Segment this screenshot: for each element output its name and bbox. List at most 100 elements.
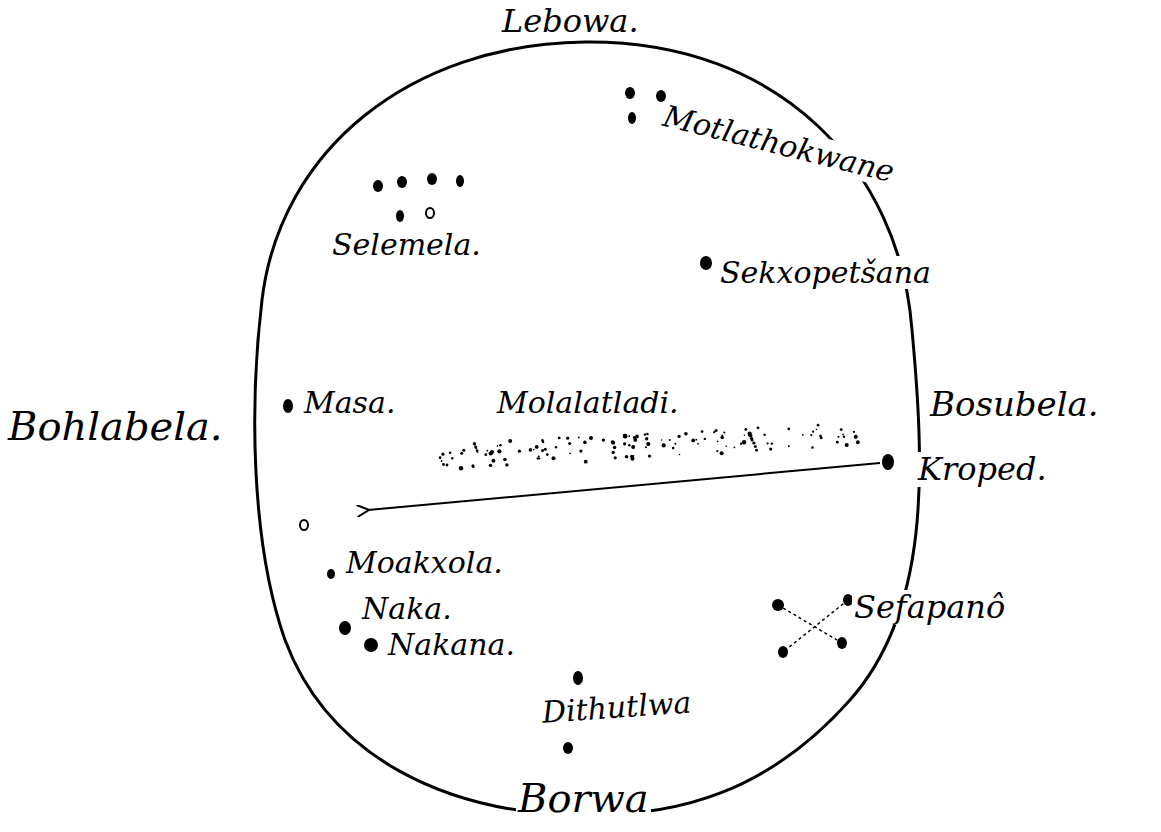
speckle — [612, 451, 615, 454]
speckle — [441, 460, 443, 462]
speckle — [542, 441, 545, 444]
speckle — [584, 460, 588, 464]
speckle — [579, 450, 582, 453]
speckle — [646, 442, 650, 446]
speckle — [744, 434, 746, 436]
speckle — [647, 443, 650, 446]
speckle — [788, 428, 790, 430]
speckle — [662, 443, 666, 447]
speckle — [505, 463, 508, 466]
speckle — [723, 431, 725, 433]
speckle — [697, 443, 699, 445]
speckle — [623, 442, 626, 445]
speckle — [623, 434, 627, 438]
speckle — [508, 439, 512, 443]
speckle — [787, 428, 790, 431]
speckle — [763, 434, 766, 437]
speckle — [497, 449, 501, 453]
speckle — [757, 426, 760, 429]
speckle — [631, 445, 635, 449]
star-name: Sefapanô — [852, 590, 1007, 625]
speckle — [555, 446, 557, 448]
direction-label: Lebowa. — [500, 4, 641, 39]
speckle — [474, 446, 477, 449]
speckle — [499, 444, 502, 447]
speckle — [716, 450, 718, 452]
speckle — [460, 452, 463, 455]
speckle — [842, 434, 844, 436]
milky-way-arrow — [368, 463, 880, 510]
speckle — [568, 442, 571, 445]
speckle — [611, 440, 615, 444]
speckle — [442, 463, 445, 466]
star-dots — [283, 87, 894, 754]
speckle — [838, 436, 840, 438]
speckle — [446, 464, 449, 467]
speckle — [720, 451, 724, 455]
speckle — [669, 439, 671, 441]
speckle — [771, 442, 773, 444]
speckle — [767, 442, 769, 444]
speckle — [578, 437, 580, 439]
speckle — [840, 428, 843, 431]
speckle — [817, 424, 820, 427]
star-name: Moakxola. — [344, 546, 505, 579]
speckle — [503, 458, 507, 462]
star-name: Dithutlwa — [539, 685, 694, 729]
direction-label: Bosubela. — [928, 386, 1101, 423]
speckle — [751, 439, 754, 442]
speckle — [684, 432, 688, 436]
speckle — [633, 455, 635, 457]
speckle — [486, 450, 488, 452]
speckle — [491, 459, 495, 463]
speckle — [631, 457, 635, 461]
speckle — [812, 431, 814, 433]
speckle — [752, 441, 755, 444]
speckle — [754, 445, 757, 448]
star-name: Nakana. — [386, 628, 517, 661]
speckle — [569, 452, 571, 454]
speckle — [529, 448, 533, 452]
speckle — [490, 450, 494, 454]
speckle — [734, 447, 736, 449]
speckle — [583, 441, 587, 445]
speckle — [544, 448, 547, 451]
speckle — [856, 440, 860, 444]
speckle — [679, 454, 681, 456]
speckle — [855, 436, 857, 438]
speckle — [613, 446, 617, 450]
star-name: Kroped. — [916, 452, 1049, 487]
speckle — [477, 451, 479, 453]
star-name: Sekxopetšana — [718, 256, 933, 289]
speckle — [451, 457, 453, 459]
cross-lines — [778, 600, 848, 652]
speckle — [802, 434, 804, 436]
direction-label: Borwa — [516, 776, 651, 820]
speckle — [441, 453, 444, 456]
speckle — [720, 436, 724, 440]
speckle — [471, 464, 474, 467]
speckle — [646, 433, 648, 435]
speckle — [611, 441, 615, 445]
speckle — [648, 454, 651, 457]
speckle — [678, 435, 681, 438]
speckle — [541, 449, 544, 452]
speckle — [843, 436, 846, 439]
speckle — [661, 439, 663, 441]
speckle — [518, 450, 521, 453]
speckle — [439, 456, 442, 459]
speckle — [633, 438, 637, 442]
speckle — [614, 456, 617, 459]
speckle — [836, 441, 839, 444]
speckle — [552, 456, 556, 460]
speckle — [473, 442, 476, 445]
speckle — [489, 464, 492, 467]
speckle — [717, 440, 719, 442]
speckle — [788, 445, 790, 447]
speckle — [625, 455, 629, 459]
speckle — [644, 433, 647, 436]
speckle — [691, 439, 695, 443]
speckle — [704, 438, 706, 440]
star-name: Masa. — [302, 386, 397, 419]
